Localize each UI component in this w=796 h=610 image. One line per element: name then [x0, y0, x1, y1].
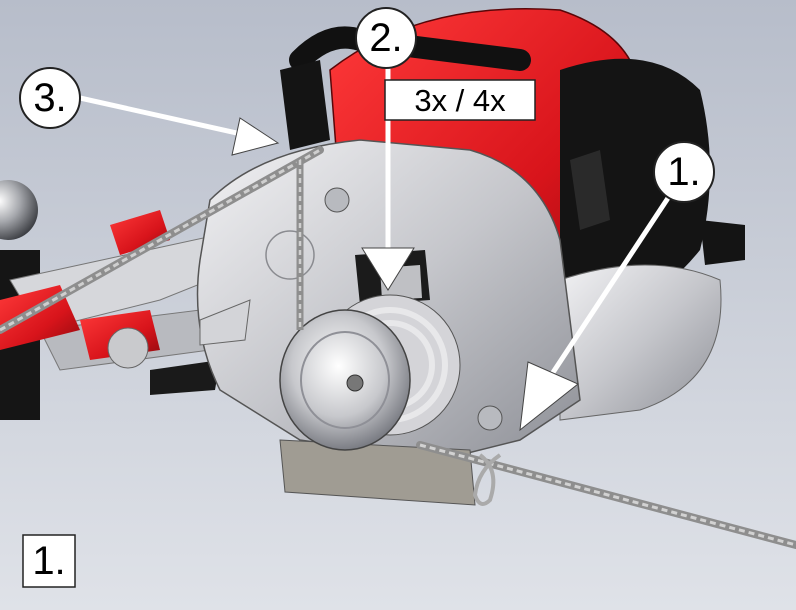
hitch-mount — [0, 180, 261, 420]
base-block — [279, 439, 476, 506]
callout-2-label: 2. — [369, 16, 403, 60]
callout-1-circle — [653, 141, 715, 203]
arrowhead-callout-1 — [519, 361, 579, 432]
arrowhead-callout-2 — [361, 247, 415, 291]
capstan-drum — [279, 294, 461, 451]
step-indicator-box — [22, 534, 76, 588]
callout-3-label: 3. — [33, 76, 67, 120]
step-indicator-label: 1. — [32, 539, 66, 583]
callout-2-circle — [355, 7, 417, 69]
arrow-callout-1 — [545, 193, 673, 382]
rope — [0, 146, 796, 549]
rotation-note-label: 3x / 4x — [414, 82, 506, 118]
callout-3-circle — [19, 67, 81, 129]
callout-1-label: 1. — [667, 150, 701, 194]
arrowhead-callout-3 — [231, 117, 280, 156]
rotation-note-box — [384, 79, 536, 121]
